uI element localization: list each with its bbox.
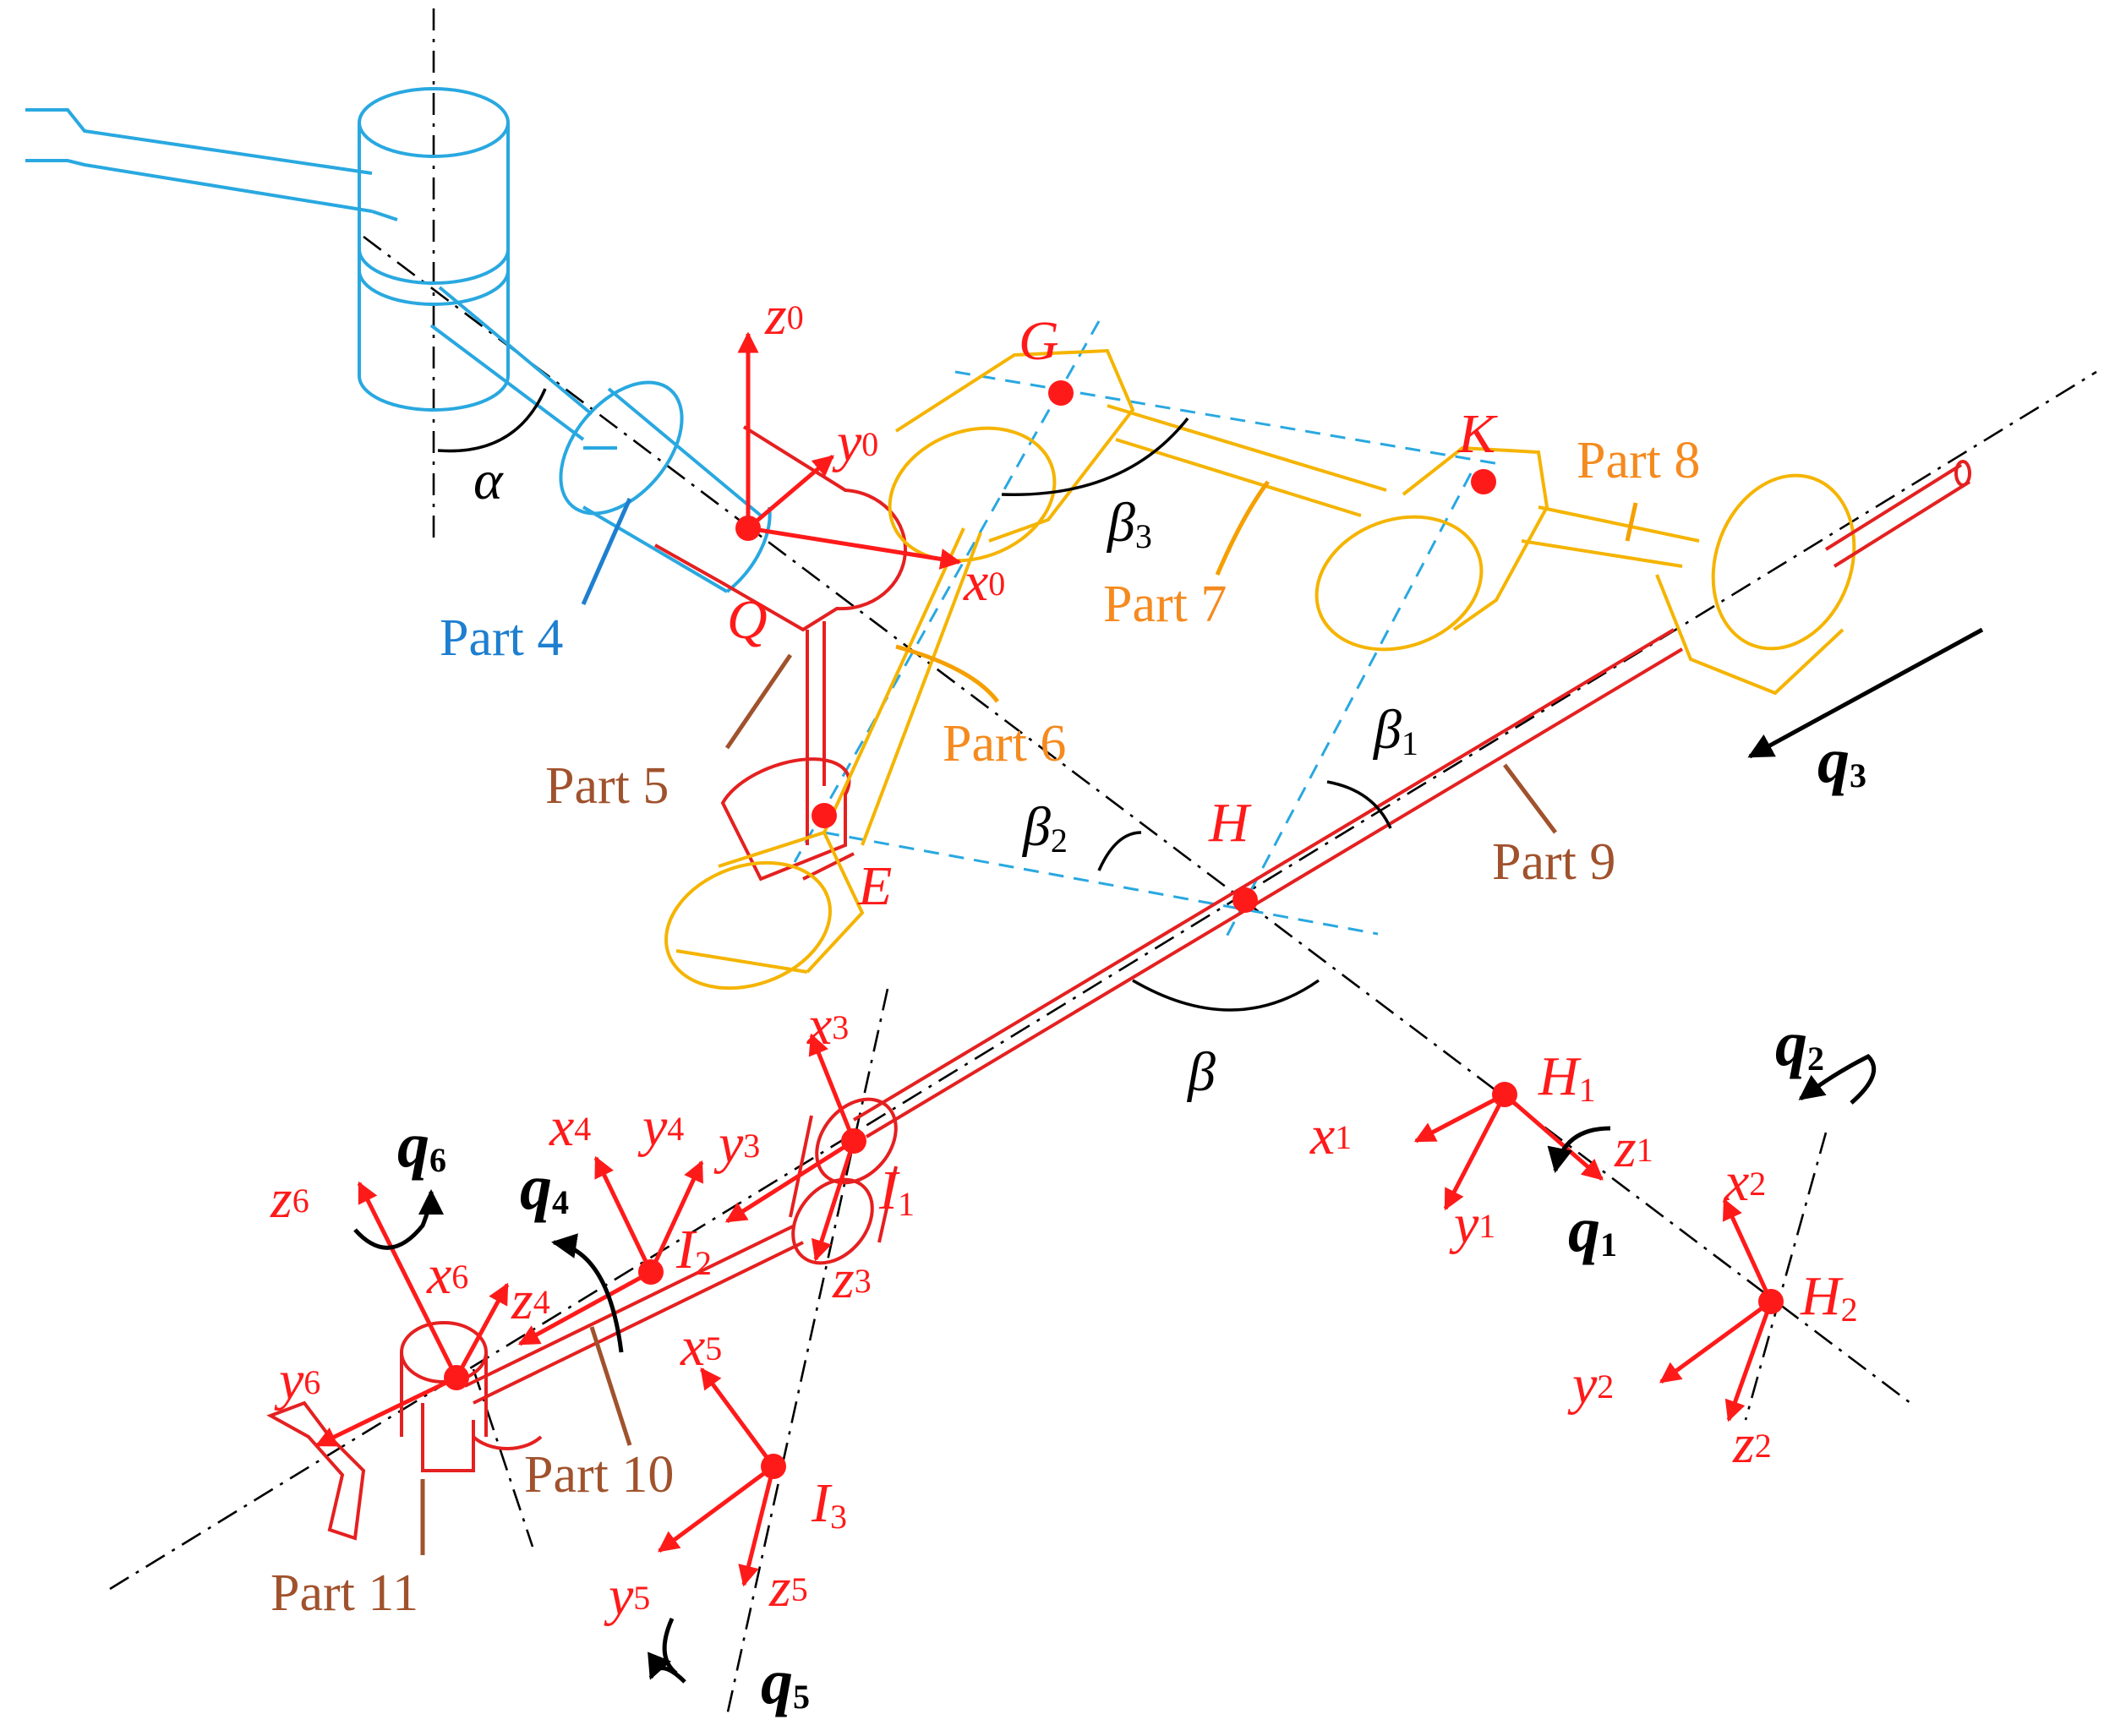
beta1-label: β1	[1372, 699, 1418, 762]
part11-label: Part 11	[271, 1564, 418, 1622]
x1-label: x1	[1309, 1105, 1352, 1166]
x4-label: x4	[549, 1096, 591, 1158]
y4-label: y4	[637, 1096, 684, 1158]
z0-label: z0	[764, 285, 804, 347]
yellow-links	[664, 348, 1856, 991]
q6-label: q6	[397, 1110, 446, 1181]
x0-label: x0	[963, 551, 1005, 613]
part5-shape	[654, 425, 907, 882]
z6-label: z6	[270, 1168, 309, 1230]
alpha-label: α	[473, 450, 504, 511]
x5-label: x5	[680, 1316, 722, 1378]
z3-label: z3	[832, 1248, 872, 1310]
z5-label: z5	[768, 1557, 808, 1619]
point-h2-label: H2	[1800, 1265, 1858, 1329]
q1-label: q1	[1568, 1194, 1617, 1265]
point-i2-label: I2	[675, 1219, 712, 1282]
part6-label: Part 6	[943, 715, 1066, 772]
x3-label: x3	[806, 995, 849, 1056]
point-i1-label: I1	[878, 1160, 915, 1223]
point-g-label: G	[1019, 310, 1059, 372]
point-q-label: Q	[727, 589, 768, 651]
point-i3-label: I3	[811, 1472, 847, 1536]
point-e-label: E	[857, 855, 892, 917]
y5-label: y5	[604, 1565, 650, 1627]
x2-label: x2	[1724, 1151, 1766, 1213]
z2-label: z2	[1732, 1413, 1772, 1475]
point-k-label: K	[1457, 403, 1498, 465]
y3-label: y3	[713, 1113, 760, 1175]
y1-label: y1	[1449, 1193, 1495, 1255]
points	[444, 380, 1784, 1479]
part8-label: Part 8	[1577, 432, 1700, 489]
q3-label: q3	[1817, 725, 1866, 796]
y6-label: y6	[274, 1350, 320, 1411]
q4-label: q4	[520, 1152, 569, 1223]
q2-label: q2	[1775, 1008, 1824, 1079]
z1-label: z1	[1614, 1117, 1653, 1179]
beta3-label: β3	[1106, 492, 1152, 555]
part5-label: Part 5	[545, 757, 669, 815]
y2-label: y2	[1567, 1354, 1614, 1416]
part4-shape	[25, 87, 772, 593]
point-h1-label: H1	[1538, 1045, 1596, 1109]
part4-label: Part 4	[440, 609, 563, 667]
part7-label: Part 7	[1103, 576, 1227, 633]
beta2-label: β2	[1021, 796, 1068, 860]
frame-arrows	[314, 331, 1773, 1587]
point-h-label: H	[1208, 792, 1252, 854]
part9-label: Part 9	[1492, 833, 1615, 891]
part10-label: Part 10	[524, 1446, 674, 1504]
leader-lines	[420, 480, 1638, 1555]
q5-label: q5	[761, 1646, 810, 1717]
part9-rod	[852, 460, 1971, 1138]
joint-arrows	[353, 627, 1984, 1684]
x6-label: x6	[426, 1244, 468, 1306]
z4-label: z4	[511, 1269, 550, 1331]
y0-label: y0	[832, 412, 878, 473]
beta-label: β	[1186, 1041, 1216, 1103]
angle-arcs	[437, 388, 1392, 1012]
